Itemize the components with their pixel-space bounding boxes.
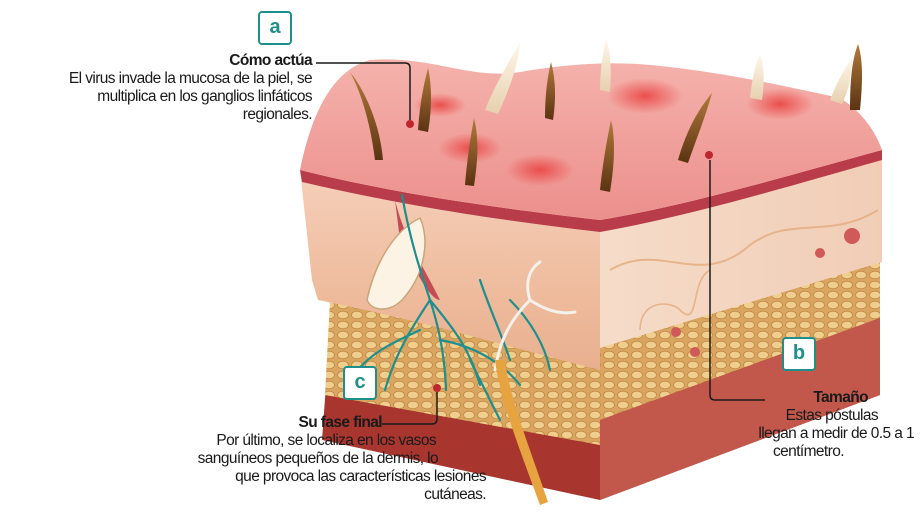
callout-a: Cómo actúa El virus invade la mucosa de … (0, 52, 312, 124)
callout-c-text-line: que provoca las características lesiones (100, 468, 486, 486)
callout-c-title: Su fase final (100, 414, 486, 432)
callout-a-text-line: regionales. (0, 106, 312, 124)
callout-a-text-line: multiplica en los ganglios linfáticos (0, 88, 312, 106)
callout-b-title: Tamaño (700, 389, 914, 407)
callout-b-text-line: Estas póstulas (700, 407, 914, 425)
callout-c-text-line: cutáneas. (100, 486, 486, 504)
callout-c-text-line: Por último, se localiza en los vasos (100, 432, 486, 450)
callout-a-text-line: El virus invade la mucosa de la piel, se (0, 70, 312, 88)
callout-c-badge: c (343, 366, 377, 400)
callout-b-text-line: llegan a medir de 0.5 a 1 (700, 425, 914, 443)
callout-b-text-line: centímetro. (700, 443, 914, 461)
callout-c-text-line: sanguíneos pequeños de la dermis, lo (100, 450, 486, 468)
callout-a-title: Cómo actúa (0, 52, 312, 70)
callout-b-badge: b (782, 337, 816, 371)
callout-a-badge: a (258, 11, 292, 45)
callout-b: Tamaño Estas póstulas llegan a medir de … (700, 389, 914, 461)
callout-c: Su fase final Por último, se localiza en… (100, 414, 486, 504)
